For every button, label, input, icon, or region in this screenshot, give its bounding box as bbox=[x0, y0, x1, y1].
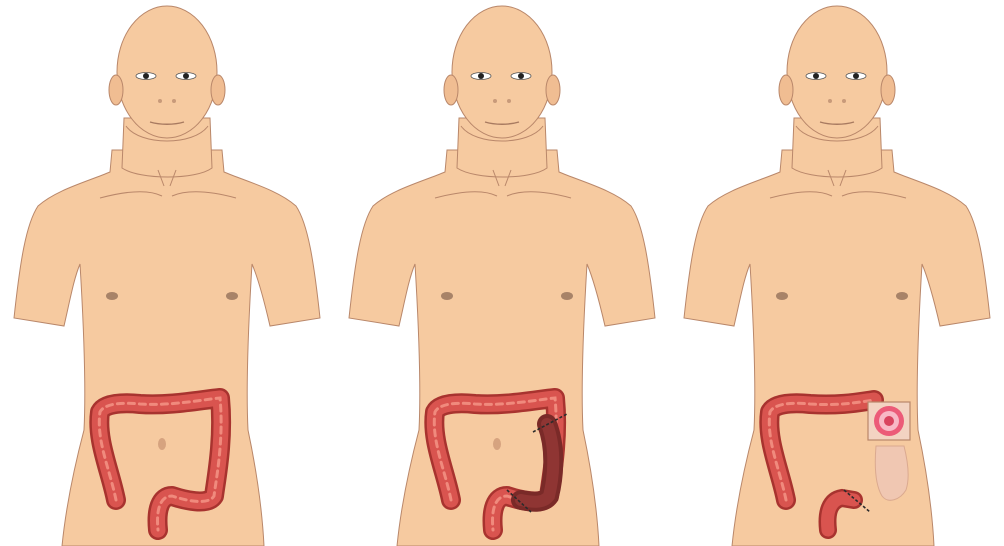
torso-illustration bbox=[670, 0, 1004, 546]
figure-normal-colon bbox=[0, 0, 334, 546]
navel bbox=[158, 438, 166, 450]
left-ear bbox=[444, 75, 458, 105]
figure-resected-segment bbox=[335, 0, 669, 546]
left-nipple bbox=[106, 292, 118, 300]
left-nipple bbox=[776, 292, 788, 300]
torso-illustration bbox=[0, 0, 334, 546]
figure-colostomy bbox=[670, 0, 1004, 546]
torso-illustration bbox=[335, 0, 669, 546]
head bbox=[452, 6, 552, 138]
human-torso-icon bbox=[14, 6, 320, 546]
right-nipple bbox=[561, 292, 573, 300]
right-ear bbox=[546, 75, 560, 105]
stoma-center bbox=[884, 416, 894, 426]
left-ear bbox=[779, 75, 793, 105]
human-torso-icon bbox=[684, 6, 990, 546]
right-ear bbox=[211, 75, 225, 105]
head bbox=[787, 6, 887, 138]
human-torso-icon bbox=[349, 6, 655, 546]
right-nipple bbox=[896, 292, 908, 300]
navel bbox=[493, 438, 501, 450]
right-ear bbox=[881, 75, 895, 105]
torso-body bbox=[684, 150, 990, 546]
right-nipple bbox=[226, 292, 238, 300]
left-ear bbox=[109, 75, 123, 105]
left-nipple bbox=[441, 292, 453, 300]
head bbox=[117, 6, 217, 138]
colostomy-pouch bbox=[875, 446, 908, 500]
